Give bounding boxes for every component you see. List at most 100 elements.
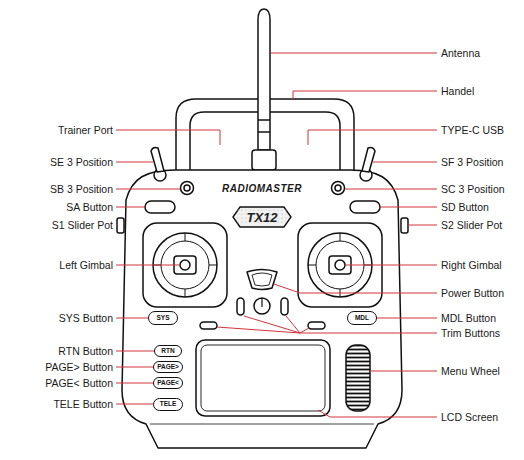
part-label: Left Gimbal bbox=[59, 259, 113, 271]
part-label: Menu Wheel bbox=[441, 365, 500, 377]
part-label: PAGE> Button bbox=[45, 361, 113, 373]
center-key bbox=[254, 298, 270, 314]
badge-texture bbox=[285, 213, 286, 214]
leader-line bbox=[116, 404, 153, 405]
switch-knob-inner bbox=[184, 185, 190, 191]
leader-line bbox=[116, 383, 154, 384]
leader-line bbox=[293, 91, 437, 99]
button-text: MDL bbox=[355, 315, 369, 322]
leader-line bbox=[377, 318, 437, 319]
button-text: PAGE> bbox=[157, 364, 179, 371]
badge-texture bbox=[281, 209, 282, 210]
trim-button bbox=[281, 298, 288, 315]
badge-texture bbox=[245, 209, 246, 210]
part-label: MDL Button bbox=[441, 312, 496, 324]
badge-texture bbox=[281, 213, 282, 214]
badge-texture bbox=[241, 221, 242, 222]
leader-line bbox=[380, 207, 437, 208]
leader-line bbox=[370, 371, 437, 372]
badge-texture bbox=[237, 221, 238, 222]
radio-button: MDL bbox=[347, 311, 377, 325]
push-button bbox=[145, 201, 175, 213]
part-label: TYPE-C USB bbox=[441, 124, 504, 136]
badge-texture bbox=[245, 217, 246, 218]
part-label: S1 Slider Pot bbox=[52, 219, 113, 231]
slider-pot bbox=[117, 218, 124, 233]
button-text: PAGE< bbox=[157, 380, 179, 387]
radio-button: RTN bbox=[154, 345, 182, 357]
toggle-lever bbox=[362, 147, 375, 172]
housing-rim bbox=[150, 424, 374, 425]
leader-line bbox=[373, 162, 437, 163]
radio-button: SYS bbox=[148, 311, 178, 325]
leader-line bbox=[308, 130, 437, 145]
button-text: SYS bbox=[156, 315, 169, 322]
leader-line bbox=[116, 225, 117, 226]
slider-pot bbox=[401, 218, 408, 233]
badge-texture bbox=[277, 213, 278, 214]
center-key-notch bbox=[261, 298, 262, 307]
leader-line bbox=[345, 189, 437, 190]
badge-texture bbox=[241, 217, 242, 218]
leader-line bbox=[116, 162, 153, 163]
leader-line bbox=[116, 130, 220, 145]
leader-line bbox=[346, 265, 437, 266]
leader-line bbox=[408, 225, 437, 226]
part-label: S2 Slider Pot bbox=[441, 219, 502, 231]
switch-knob-inner bbox=[335, 185, 341, 191]
badge-texture bbox=[237, 217, 238, 218]
leader-line bbox=[318, 410, 437, 417]
leader-line bbox=[116, 207, 145, 208]
badge-texture bbox=[285, 217, 286, 218]
badge-texture bbox=[277, 221, 278, 222]
badge-texture bbox=[281, 217, 282, 218]
radio-button: TELE bbox=[153, 398, 183, 411]
part-label: SYS Button bbox=[59, 312, 113, 324]
push-button bbox=[350, 201, 380, 213]
trim-button bbox=[237, 298, 244, 315]
part-label: PAGE< Button bbox=[45, 377, 113, 389]
antenna bbox=[258, 9, 270, 150]
leader-line bbox=[116, 265, 179, 266]
leader-line bbox=[274, 284, 437, 293]
part-label: SF 3 Position bbox=[441, 156, 503, 168]
badge-texture bbox=[285, 209, 286, 210]
trim-button bbox=[308, 322, 325, 329]
part-label: SA Button bbox=[66, 201, 113, 213]
badge-texture bbox=[237, 213, 238, 214]
switch-knob bbox=[181, 182, 194, 195]
leader-line bbox=[116, 318, 148, 319]
part-label: Power Button bbox=[441, 287, 504, 299]
antenna-joint bbox=[258, 120, 270, 132]
radio-button: PAGE< bbox=[153, 377, 183, 389]
part-label: TELE Button bbox=[53, 398, 113, 410]
power-button-inner bbox=[252, 273, 272, 286]
brand-logo: RADIOMASTER bbox=[222, 183, 302, 195]
radio-button: PAGE> bbox=[153, 361, 183, 373]
badge-texture bbox=[277, 217, 278, 218]
part-label: SB 3 Position bbox=[50, 183, 113, 195]
part-label: SC 3 Position bbox=[441, 183, 505, 195]
leader-line bbox=[116, 189, 180, 190]
menu-wheel bbox=[346, 345, 370, 411]
badge-texture bbox=[277, 209, 278, 210]
badge-texture bbox=[281, 221, 282, 222]
badge-texture bbox=[285, 221, 286, 222]
part-label: SD Button bbox=[441, 201, 489, 213]
badge-texture bbox=[241, 209, 242, 210]
toggle-lever bbox=[151, 147, 164, 172]
part-label: Trim Buttons bbox=[441, 327, 500, 339]
switch-knob bbox=[332, 182, 345, 195]
part-label: Handel bbox=[441, 85, 474, 97]
badge-texture bbox=[245, 221, 246, 222]
button-text: TELE bbox=[160, 401, 177, 408]
badge-plate bbox=[233, 207, 291, 227]
part-label: RTN Button bbox=[58, 345, 113, 357]
leader-line bbox=[116, 367, 154, 368]
leader-lines bbox=[116, 53, 437, 417]
lcd-glass bbox=[201, 345, 325, 411]
button-text: RTN bbox=[161, 348, 174, 355]
antenna-base bbox=[252, 150, 276, 170]
power-button bbox=[247, 270, 277, 290]
model-badge: TX12 bbox=[232, 206, 292, 228]
